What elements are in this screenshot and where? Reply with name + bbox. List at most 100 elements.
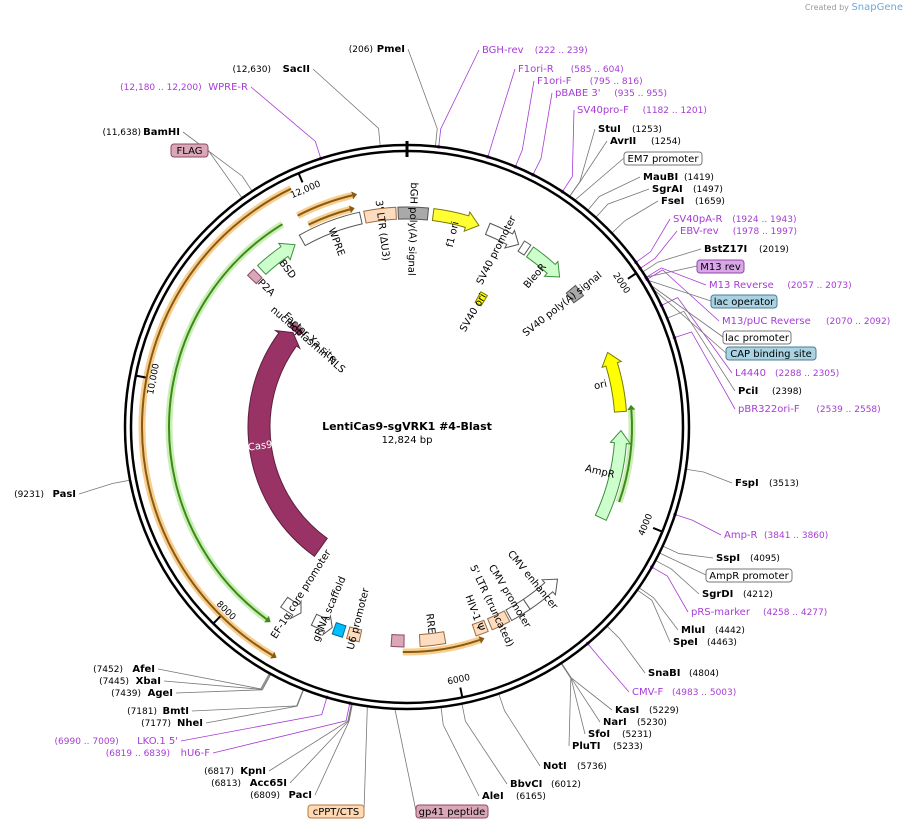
feature-box-gp41-peptide[interactable] [415,804,489,819]
feature-sg[interactable] [331,621,347,638]
enzyme-bstz17i[interactable]: BstZ17I [704,244,747,255]
enzyme-maubi[interactable]: MauBI [643,172,678,183]
enzyme-pos-snabi: (4804) [689,669,719,679]
feature-5-ltr-truncated[interactable] [486,610,511,631]
feature-f1-ori[interactable] [431,208,480,233]
primer-l4440[interactable]: L4440 [735,368,766,379]
feature-em7[interactable] [517,240,532,256]
enzyme-noti[interactable]: NotI [543,761,567,772]
primer-sv40pa-r[interactable]: SV40pA-R [673,214,722,225]
feature-box-label-lac-operator: lac operator [714,297,775,308]
feature-cmv-promoter[interactable] [505,598,531,622]
enzyme-nhei[interactable]: NheI [177,718,203,729]
primer-f1ori-r[interactable]: F1ori-R [518,64,554,75]
feature-box-ampr-promoter[interactable] [705,568,793,583]
enzyme-stui[interactable]: StuI [598,124,621,135]
enzyme-sgrdi[interactable]: SgrDI [702,589,733,600]
enzyme-bmti[interactable]: BmtI [162,706,189,717]
primer-m13-reverse[interactable]: M13 Reverse [709,280,774,291]
enzyme-kpni[interactable]: KpnI [240,766,266,777]
feature-label-bsd: BSD [276,258,297,281]
feature-sv40-ori[interactable] [474,291,489,307]
enzyme-bamhi[interactable]: BamHI [143,127,180,138]
primer-f1ori-f[interactable]: F1ori-F [537,76,572,87]
features [246,206,632,648]
primer-pbabe-3[interactable]: pBABE 3' [555,88,601,99]
feature-box-cppt-cts[interactable] [307,804,365,819]
enzyme-avrii[interactable]: AvrII [610,136,636,147]
enzyme-agei[interactable]: AgeI [148,688,173,699]
enzyme-pos-xbai: (7445) [99,677,129,687]
outer-arc-head-3 [264,615,271,623]
enzyme-paci[interactable]: PacI [289,790,312,801]
feature-p2a[interactable] [246,268,263,285]
primer-wpre-r[interactable]: WPRE-R [208,82,248,93]
primer-ebv-rev[interactable]: EBV-rev [680,226,719,237]
feature-label-cas9: Cas9 [247,439,273,453]
enzyme-acc65i[interactable]: Acc65I [250,778,287,789]
feature-grna-scaffold[interactable] [310,613,333,637]
enzyme-sfoi[interactable]: SfoI [588,729,610,740]
feature-box-cap-binding-site[interactable] [725,346,817,361]
enzyme-kasi[interactable]: KasI [615,705,639,716]
feature-ef-1-core-promoter[interactable] [280,596,302,620]
enzyme-pluti[interactable]: PluTI [572,741,600,752]
enzyme-pasi[interactable]: PasI [53,489,76,500]
feature-box-lac-promoter[interactable] [722,330,792,345]
feature-wpre[interactable] [298,211,363,247]
enzyme-snabi[interactable]: SnaBI [648,668,680,679]
outer-arc-head-4 [478,636,485,644]
primer-hu6-f[interactable]: hU6-F [181,748,211,759]
enzyme-afei[interactable]: AfeI [132,664,155,675]
feature-sv40-poly-a-signal[interactable] [565,284,585,304]
enzyme-alei[interactable]: AleI [482,791,504,802]
primer-bgh-rev[interactable]: BGH-rev [482,45,524,56]
feature-3-ltr-u3[interactable] [363,206,397,224]
feature-ampr[interactable] [594,429,632,521]
enzyme-fsei[interactable]: FseI [661,196,684,207]
enzyme-pcii[interactable]: PciI [738,386,758,397]
feature-sv40-promoter[interactable] [484,222,520,249]
enzyme-xbai[interactable]: XbaI [136,676,161,687]
feature-label-rre: RRE [423,613,436,634]
enzyme-sspi[interactable]: SspI [716,553,740,564]
feature-box-flag[interactable] [170,143,209,158]
enzyme-mlui[interactable]: MluI [681,625,705,636]
feature-bsd[interactable] [256,242,296,276]
feature-nucleoplasmin-nls[interactable] [288,321,305,336]
feature-u6-promoter[interactable] [345,626,363,643]
enzyme-bbvci[interactable]: BbvCI [510,779,542,790]
enzyme-pos-sgrdi: (4212) [743,590,773,600]
enzyme-fspi[interactable]: FspI [735,478,759,489]
primer-prs-marker[interactable]: pRS-marker [691,607,751,618]
feature-bleor[interactable] [525,246,561,278]
leader-enzyme-spei-14 [636,589,671,643]
primer-sv40pro-f[interactable]: SV40pro-F [577,105,629,116]
leader-primer-prs-marker-12 [651,566,689,613]
primer-pbr322ori-f[interactable]: pBR322ori-F [738,404,800,415]
enzyme-nari[interactable]: NarI [603,717,627,728]
primer-amp-r[interactable]: Amp-R [724,530,758,541]
primer-m13-puc-reverse[interactable]: M13/pUC Reverse [722,316,811,327]
feature-hiv-1[interactable] [471,619,489,637]
leader-primer-ebv-rev-6 [639,230,678,269]
primer-cmv-f[interactable]: CMV-F [632,687,663,698]
enzyme-sacii[interactable]: SacII [283,64,310,75]
feature-box-m13-rev[interactable] [696,259,745,274]
feature-cas9[interactable] [247,329,328,557]
feature-bgh-poly-a-signal[interactable] [397,206,430,221]
enzyme-pmei[interactable]: PmeI [377,44,405,55]
label-leader-lines [78,48,736,812]
primer-lko-1-5[interactable]: LKO.1 5' [137,736,178,747]
feature-box-em7-promoter[interactable] [623,151,703,166]
enzyme-sgrai[interactable]: SgrAI [652,184,683,195]
feature-factor-xa-site[interactable] [292,321,304,332]
leader-enzyme-snabi-15 [606,625,646,674]
feature-ori[interactable] [601,351,627,413]
enzyme-pos-nhei: (7177) [141,719,171,729]
enzyme-pos-fspi: (3513) [769,479,799,489]
feature-cppt[interactable] [390,633,405,648]
feature-box-lac-operator[interactable] [710,294,778,309]
enzyme-spei[interactable]: SpeI [673,637,698,648]
feature-rre[interactable] [418,631,447,648]
